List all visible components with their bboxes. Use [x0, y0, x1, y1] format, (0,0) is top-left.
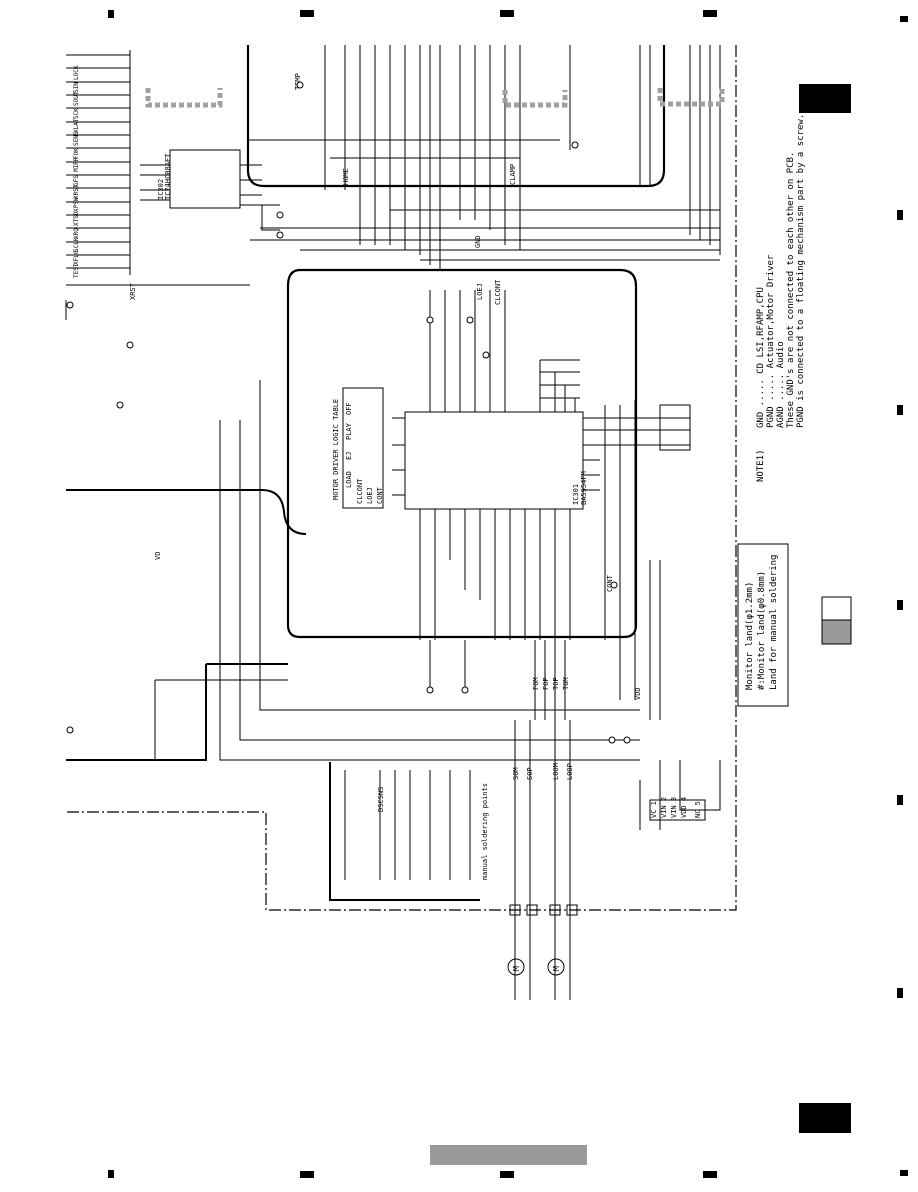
- registration-marks: [108, 10, 908, 1178]
- label-tom: TOM: [562, 677, 570, 690]
- label-loom: LOOM: [552, 763, 560, 780]
- label-som: SOM: [512, 767, 520, 780]
- right-pin-2: SOUT: [73, 91, 80, 106]
- truth-table-header-off: OFF: [345, 402, 353, 415]
- legend-item-2: #:Monitor land(φ0.8mm): [757, 571, 767, 690]
- legend-item-1: Monitor land(φ1.2mm): [745, 582, 755, 690]
- label-dscsns: DSCSNS: [377, 787, 385, 812]
- legend-box: [737, 543, 789, 707]
- right-pin-5: SENS: [73, 131, 80, 146]
- rotated-text-layer: NOTE1) GND ..... CD LSI,RFAMP,CPU PGND .…: [73, 65, 806, 971]
- ic302-part: TC74HC08AFT: [164, 153, 172, 200]
- label-manual-points: manual soldering points: [481, 783, 489, 880]
- label-loej: LOEJ: [476, 283, 484, 300]
- label-cont: CONT: [606, 574, 614, 592]
- truth-table-row-2: LOEJ: [366, 487, 374, 504]
- section-tab-top: [799, 84, 851, 113]
- label-clcont: CLCONT: [494, 279, 502, 305]
- section-tab-bottom: [799, 1103, 851, 1133]
- right-pin-9: XRST: [73, 184, 80, 199]
- ic302-name: IC302: [157, 179, 165, 200]
- wiring: [65, 45, 737, 1000]
- label-fop: FOP: [542, 677, 550, 690]
- right-pin-10: XPSW: [73, 197, 80, 212]
- note-line-3: AGND ..... Audio: [776, 341, 786, 428]
- note-line-2: PGND ..... Actuator,Motor Driver: [766, 254, 776, 428]
- cn-pin-1: VC 1: [650, 801, 658, 818]
- ic301-name: IC301: [572, 484, 580, 505]
- truth-table-header-ej: EJ: [345, 452, 353, 460]
- right-pin-6: FOK: [73, 148, 80, 159]
- right-pin-7: MIRR: [73, 157, 80, 172]
- right-pin-4: XLAT: [73, 118, 80, 133]
- label-vdd: VDD: [634, 687, 642, 700]
- right-pin-3: SCK: [73, 108, 80, 119]
- motor-symbols: [507, 904, 578, 976]
- label-loop: LOOP: [566, 763, 574, 780]
- motor-b-label: M: [552, 966, 561, 971]
- right-pin-0: LOCK: [73, 65, 80, 80]
- right-pin-15: TEST: [73, 263, 80, 278]
- label-clamp: CLAMP: [509, 164, 517, 185]
- ic301-part: BA5954FM: [580, 471, 588, 505]
- truth-table-row-1: CLCONT: [356, 478, 364, 504]
- cn-pin-3: VIN 3: [670, 797, 678, 818]
- right-pin-8: GFS: [73, 175, 80, 186]
- index-box-gray: [821, 619, 852, 645]
- note-line-5: PGND is connected to a floating mechanis…: [796, 114, 806, 428]
- legend-item-3: Land for manual soldering: [769, 555, 779, 690]
- footer-bar: [430, 1145, 587, 1165]
- note-line-4: These GND's are not connected to each ot…: [786, 152, 796, 428]
- label-sop: SOP: [526, 767, 534, 780]
- right-pin-11: XTSD: [73, 211, 80, 226]
- cn-pin-2: VIN 2: [660, 797, 668, 818]
- truth-table-header-play: PLAY: [345, 422, 353, 440]
- label-temp: TEMP: [294, 73, 302, 90]
- gray-markers: [145, 88, 725, 108]
- label-xrst: XRST: [129, 282, 137, 300]
- index-box-white: [821, 596, 852, 621]
- right-pin-13: SCLK: [73, 237, 80, 252]
- right-pin-1: SIN: [73, 82, 80, 93]
- label-fom: FOM: [532, 677, 540, 690]
- truth-table-header-load: LOAD: [345, 471, 353, 488]
- right-pin-12: XRQ: [73, 228, 80, 239]
- note-line-1: GND ..... CD LSI,RFAMP,CPU: [756, 287, 766, 428]
- truth-table-row-3: CONT: [376, 486, 384, 504]
- motor-a-label: M: [512, 966, 521, 971]
- test-points: [66, 81, 631, 744]
- label-vd: VD: [154, 552, 162, 560]
- label-top: TOP: [552, 677, 560, 690]
- cn-pin-4: VDD 4: [680, 797, 688, 818]
- label-home: HOME: [342, 168, 350, 185]
- label-gnd: GND: [474, 235, 482, 248]
- truth-table-title: MOTOR DRIVER LOGIC TABLE: [332, 399, 340, 500]
- right-pin-14: XFLG: [73, 250, 80, 265]
- cn-pin-5: NC 5: [694, 801, 702, 818]
- note-title: NOTE1): [756, 449, 766, 482]
